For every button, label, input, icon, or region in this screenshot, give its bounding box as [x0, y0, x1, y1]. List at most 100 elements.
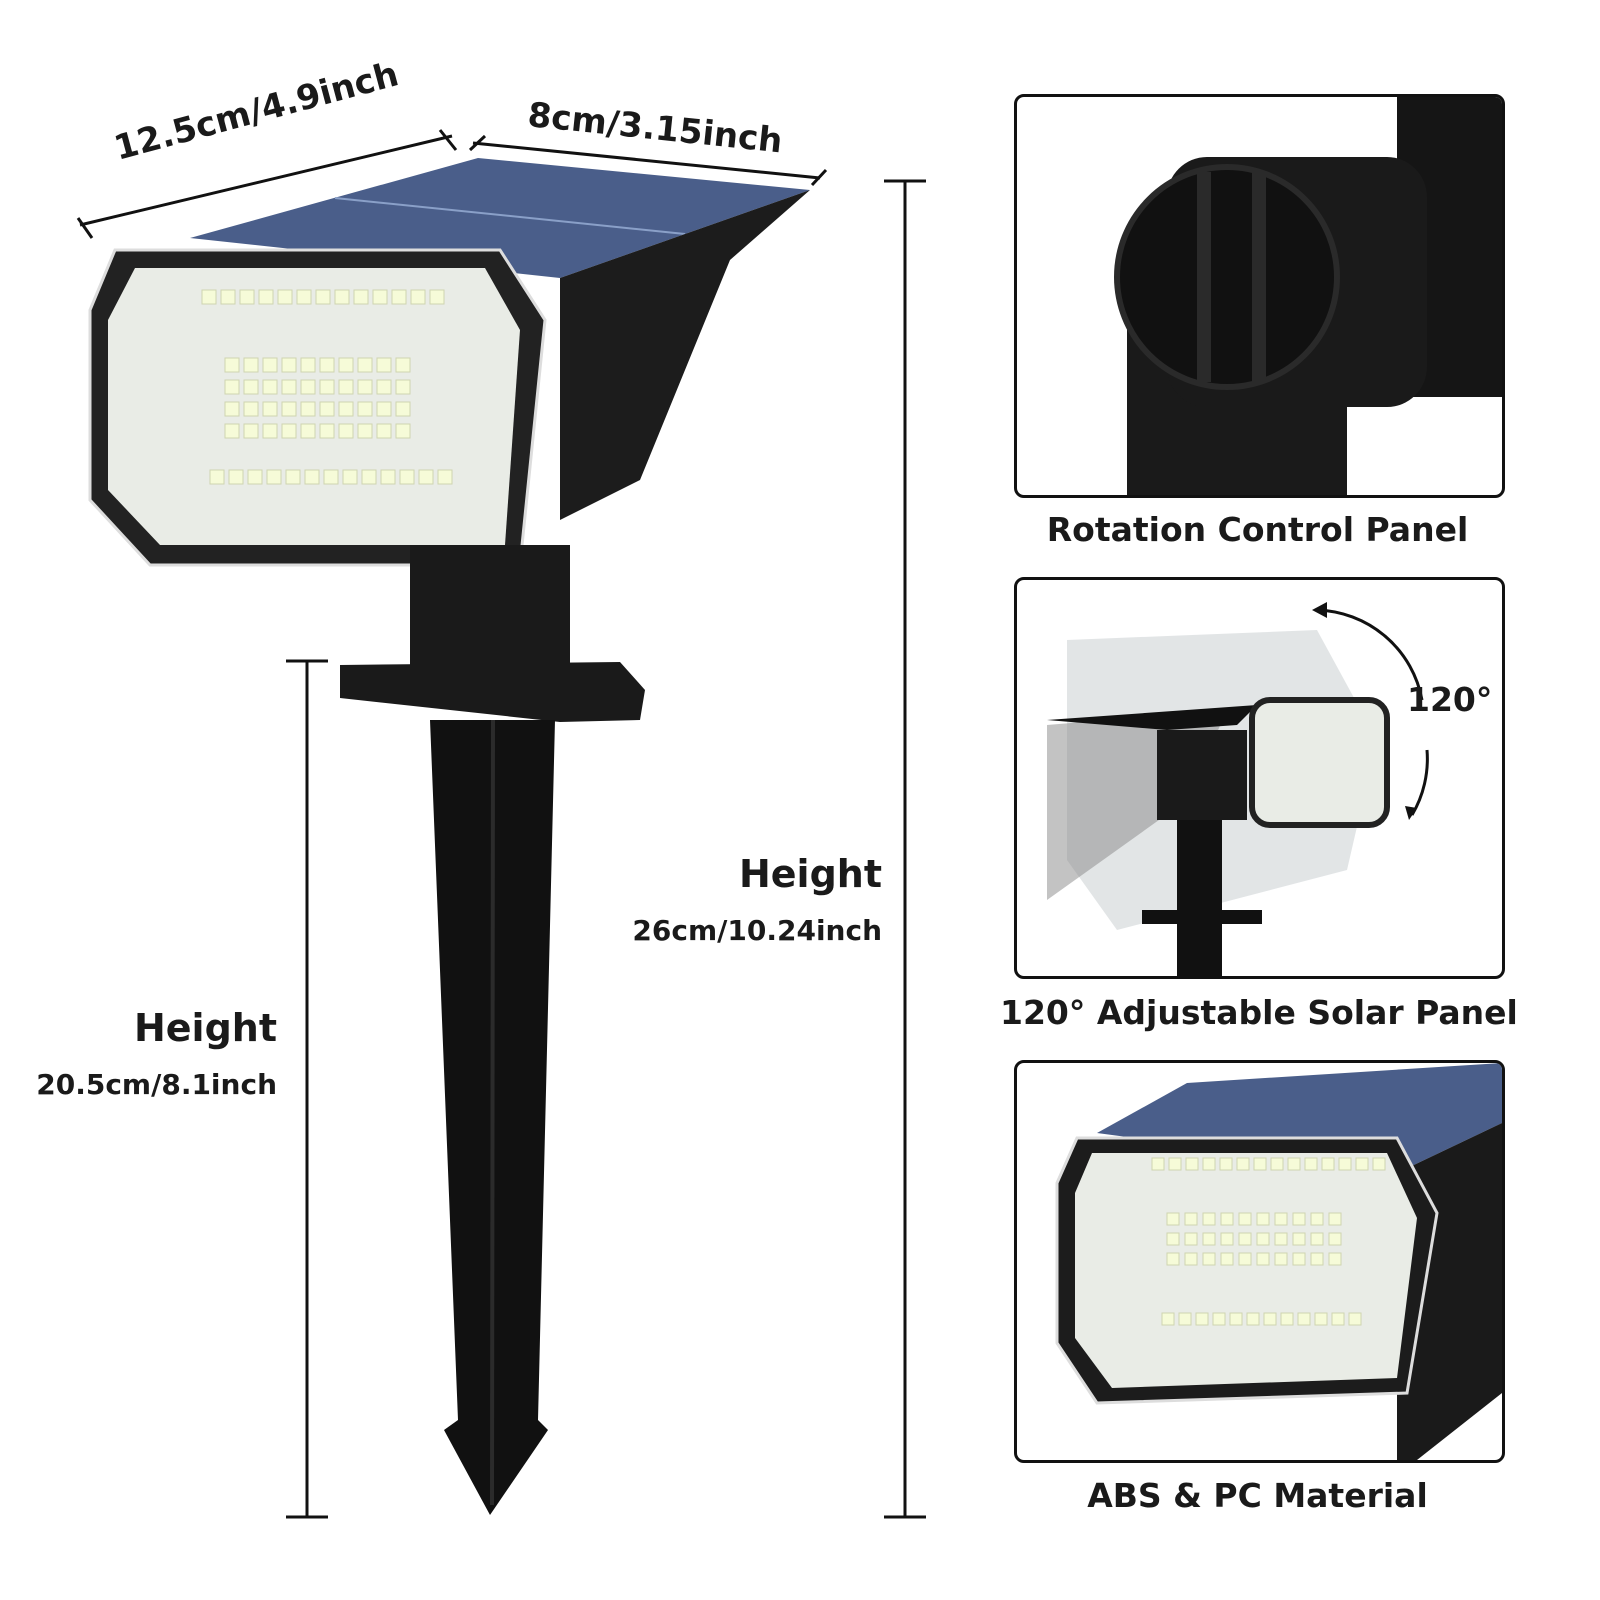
led-chip	[239, 289, 255, 305]
led-chip	[1202, 1157, 1216, 1171]
led-chip	[1184, 1212, 1198, 1226]
material-closeup-image	[1014, 1060, 1505, 1463]
led-chip	[1280, 1312, 1294, 1326]
led-chip	[201, 289, 217, 305]
led-chip	[395, 423, 411, 439]
led-chip	[1310, 1232, 1324, 1246]
led-chip	[243, 423, 259, 439]
led-chip	[1184, 1252, 1198, 1266]
led-chip	[243, 357, 259, 373]
led-chip	[1287, 1157, 1301, 1171]
total-height-label: Height	[738, 852, 882, 896]
led-chip	[1263, 1312, 1277, 1326]
caption-rotation-control: Rotation Control Panel	[1046, 510, 1469, 549]
led-chip	[372, 289, 388, 305]
led-chip	[224, 379, 240, 395]
led-chip	[1256, 1232, 1270, 1246]
led-chip	[410, 289, 426, 305]
led-chip	[1256, 1252, 1270, 1266]
led-chip	[429, 289, 445, 305]
led-chip	[277, 289, 293, 305]
led-chip	[338, 357, 354, 373]
led-chip	[1256, 1212, 1270, 1226]
led-chip	[315, 289, 331, 305]
led-chip	[342, 469, 358, 485]
led-chip	[353, 289, 369, 305]
led-chip	[1236, 1157, 1250, 1171]
led-chip	[1246, 1312, 1260, 1326]
led-chip	[281, 423, 297, 439]
led-chip	[357, 401, 373, 417]
length-dimension-line	[76, 129, 458, 239]
led-chip	[338, 423, 354, 439]
led-chip	[1253, 1157, 1267, 1171]
led-chip	[1220, 1212, 1234, 1226]
led-chip	[418, 469, 434, 485]
led-chip	[1310, 1252, 1324, 1266]
solar-light-product-image	[76, 129, 926, 1519]
led-chip	[1238, 1232, 1252, 1246]
led-chip	[1184, 1232, 1198, 1246]
led-chip	[262, 423, 278, 439]
led-chip	[357, 423, 373, 439]
led-chip	[1161, 1312, 1175, 1326]
led-chip	[1328, 1212, 1342, 1226]
led-chip	[209, 469, 225, 485]
led-chip	[361, 469, 377, 485]
led-chip	[1270, 1157, 1284, 1171]
led-chip	[357, 379, 373, 395]
stake-height-line	[286, 659, 328, 1519]
led-chip	[224, 401, 240, 417]
led-chip	[1238, 1212, 1252, 1226]
lamp-body	[560, 190, 810, 520]
led-chip	[224, 423, 240, 439]
led-chip	[243, 401, 259, 417]
led-chip	[1338, 1157, 1352, 1171]
led-chip	[300, 357, 316, 373]
led-chip	[319, 357, 335, 373]
led-chip	[1229, 1312, 1243, 1326]
led-chip	[285, 469, 301, 485]
led-chip	[1321, 1157, 1335, 1171]
total-height-line	[884, 179, 926, 1519]
led-chip	[281, 357, 297, 373]
led-chip	[1310, 1212, 1324, 1226]
led-chip	[262, 357, 278, 373]
total-height-value: 26cm/10.24inch	[632, 914, 882, 947]
led-chip	[1212, 1312, 1226, 1326]
led-chip	[1274, 1232, 1288, 1246]
led-chip	[376, 379, 392, 395]
led-chip	[338, 401, 354, 417]
led-chip	[262, 401, 278, 417]
led-chip	[262, 379, 278, 395]
led-chip	[376, 423, 392, 439]
led-chip	[1166, 1232, 1180, 1246]
led-chip	[300, 379, 316, 395]
led-chip	[296, 289, 312, 305]
rotation-angle-label: 120°	[1407, 680, 1493, 719]
led-chip	[304, 469, 320, 485]
led-chip	[1292, 1212, 1306, 1226]
solar-panel	[190, 158, 810, 278]
led-chip	[319, 401, 335, 417]
mount-plate	[340, 662, 645, 722]
led-chip	[1220, 1252, 1234, 1266]
led-chip	[281, 379, 297, 395]
led-chip	[1168, 1157, 1182, 1171]
led-chip	[1202, 1232, 1216, 1246]
led-chip	[399, 469, 415, 485]
stake-height-value: 20.5cm/8.1inch	[36, 1068, 277, 1101]
led-chip	[228, 469, 244, 485]
led-chip	[1331, 1312, 1345, 1326]
adjustable-panel-image: 120°	[1014, 577, 1505, 979]
led-chip	[395, 357, 411, 373]
stake-height-label: Height	[133, 1006, 277, 1050]
led-chip	[338, 379, 354, 395]
led-chip	[357, 357, 373, 373]
led-chip	[220, 289, 236, 305]
led-chip	[1328, 1252, 1342, 1266]
led-chip	[1274, 1252, 1288, 1266]
led-chip	[243, 379, 259, 395]
rotation-knob	[1114, 164, 1340, 390]
caption-adjustable-panel: 120° Adjustable Solar Panel	[1000, 993, 1518, 1032]
